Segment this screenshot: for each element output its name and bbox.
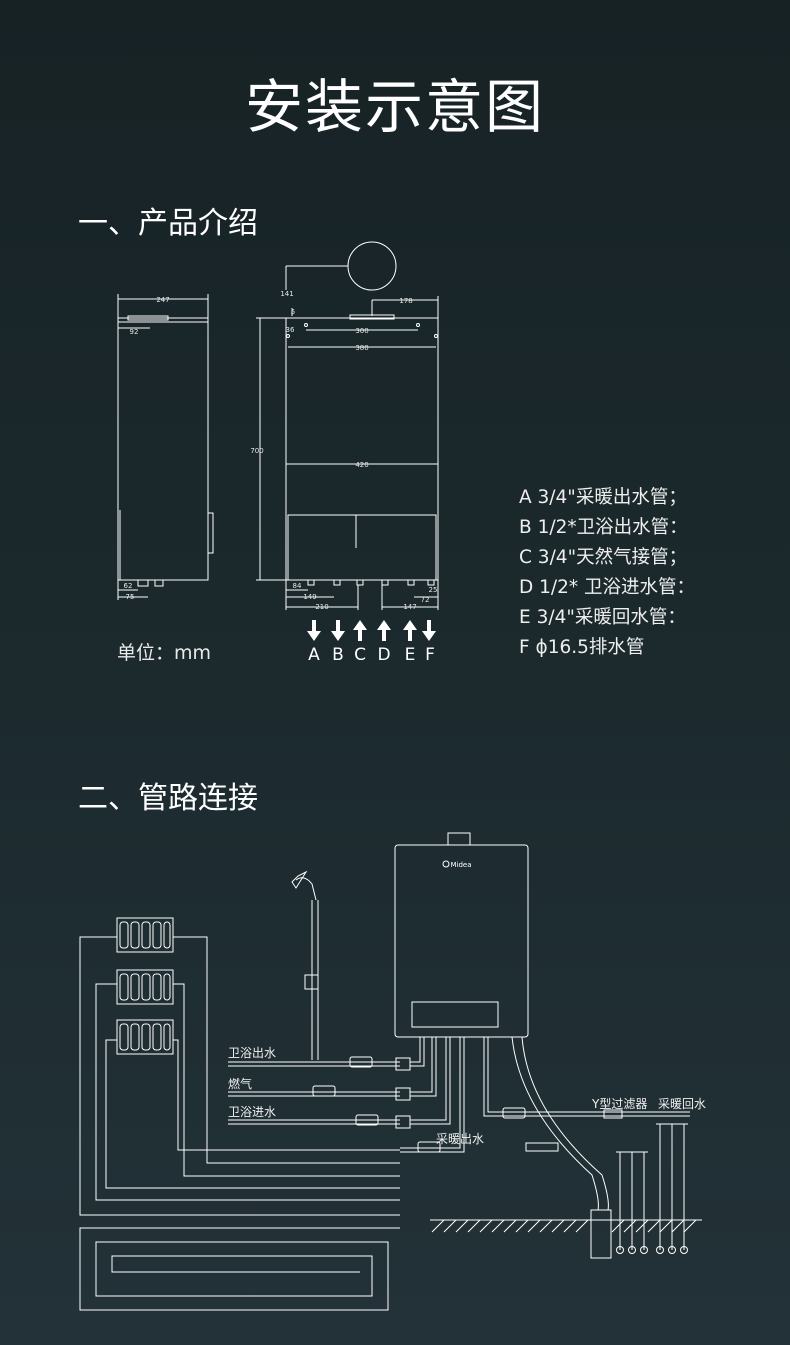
section-heading-piping: 二、管路连接 bbox=[78, 781, 258, 816]
radiator-units bbox=[116, 917, 174, 1055]
floor-heating-coil bbox=[79, 1227, 400, 1311]
dim-36: 36 bbox=[286, 326, 295, 334]
arrow-down-icon bbox=[307, 620, 321, 641]
shower-head-icon bbox=[291, 870, 319, 1060]
dim-141: 141 bbox=[280, 290, 293, 298]
legend-item-a: A 3/4"采暖出水管； bbox=[519, 487, 687, 508]
dim-247: 247 bbox=[156, 296, 169, 304]
label-bath-in: 卫浴进水 bbox=[228, 1105, 276, 1119]
side-view-drawing bbox=[117, 294, 214, 600]
dim-380: 380 bbox=[355, 344, 368, 352]
dim-147: 147 bbox=[403, 603, 416, 611]
dim-178: 178 bbox=[399, 297, 412, 305]
front-view-drawing bbox=[256, 241, 439, 610]
arrow-up-icon bbox=[403, 620, 417, 641]
legend-item-b: B 1/2*卫浴出水管： bbox=[519, 517, 688, 538]
label-gas: 燃气 bbox=[228, 1076, 252, 1091]
dim-300: 300 bbox=[355, 327, 368, 335]
dim-75: 75 bbox=[126, 593, 135, 601]
port-label-a: A bbox=[308, 645, 320, 665]
unit-label: 单位：mm bbox=[117, 642, 212, 664]
ground-line bbox=[430, 1219, 702, 1233]
boiler-unit bbox=[394, 832, 529, 1038]
dim-149: 149 bbox=[303, 593, 316, 601]
dim-210: 210 bbox=[315, 603, 328, 611]
dim-62: 62 bbox=[124, 582, 133, 590]
section-heading-product: 一、产品介绍 bbox=[78, 206, 258, 241]
port-label-d: D bbox=[377, 645, 390, 665]
port-arrows bbox=[307, 620, 436, 641]
legend-item-f: F ϕ16.5排水管 bbox=[519, 637, 645, 658]
dim-84: 84 bbox=[293, 582, 302, 590]
label-heating-out: 采暖出水 bbox=[436, 1132, 484, 1146]
label-heating-return: 采暖回水 bbox=[658, 1097, 706, 1111]
port-label-c: C bbox=[354, 645, 366, 665]
dim-420: 420 bbox=[355, 461, 368, 469]
dim-5: 5 bbox=[291, 308, 295, 316]
label-y-filter: Y型过滤器 bbox=[591, 1097, 647, 1111]
port-label-e: E bbox=[405, 645, 416, 665]
arrow-up-icon bbox=[377, 620, 391, 641]
arrow-down-icon bbox=[331, 620, 345, 641]
legend-item-e: E 3/4"采暖回水管： bbox=[519, 607, 686, 628]
dim-700: 700 bbox=[250, 447, 263, 455]
dim-25: 25 bbox=[429, 586, 438, 594]
dim-72: 72 bbox=[421, 596, 430, 604]
arrow-up-icon bbox=[353, 620, 367, 641]
port-legend: A 3/4"采暖出水管； B 1/2*卫浴出水管： C 3/4"天然气接管； D… bbox=[519, 483, 695, 663]
port-label-b: B bbox=[332, 645, 344, 665]
port-label-f: F bbox=[425, 645, 435, 665]
label-bath-out: 卫浴出水 bbox=[228, 1046, 276, 1060]
page-title: 安装示意图 bbox=[244, 73, 545, 141]
arrow-down-icon bbox=[422, 620, 436, 641]
legend-item-d: D 1/2* 卫浴进水管： bbox=[519, 577, 696, 598]
legend-item-c: C 3/4"天然气接管； bbox=[519, 547, 688, 568]
water-gas-pipes bbox=[228, 1036, 690, 1259]
dim-92: 92 bbox=[130, 328, 139, 336]
brand-logo: Midea bbox=[450, 861, 471, 869]
radiator-piping bbox=[79, 936, 400, 1216]
